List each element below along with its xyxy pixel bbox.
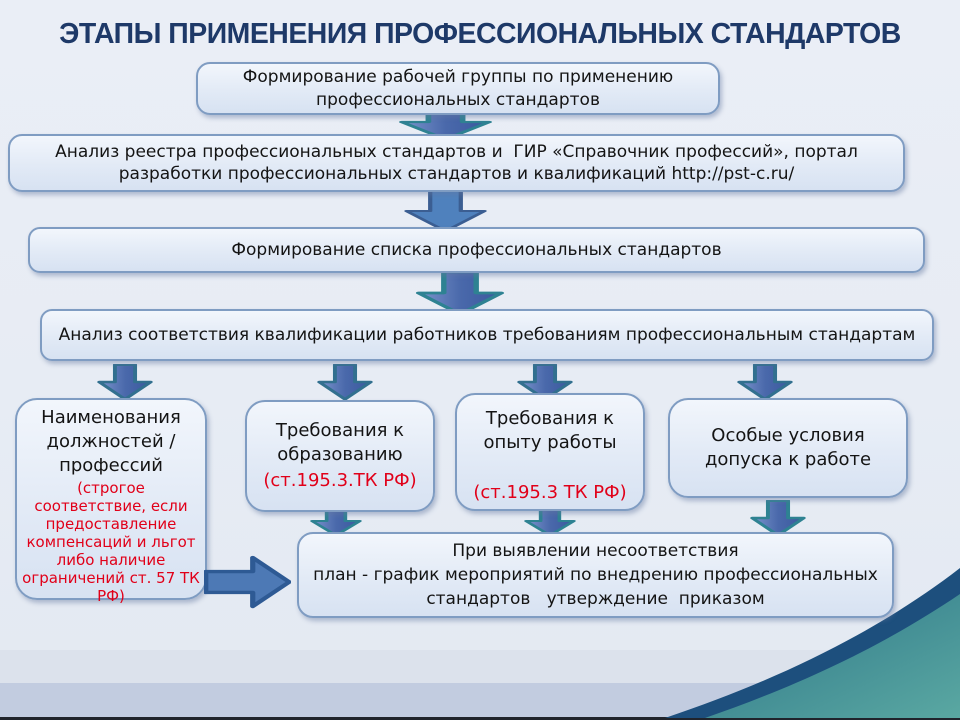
step-box-standards-list: Формирование списка профессиональных ста…: [28, 227, 925, 273]
criteria-title: должностей /: [46, 430, 176, 452]
down-arrow-icon: [750, 500, 806, 536]
down-arrow-icon: [415, 271, 505, 315]
down-arrow-icon: [97, 364, 153, 400]
down-arrow-icon: [737, 364, 793, 400]
step-box-qualification-analysis: Анализ соответствия квалификации работни…: [40, 309, 934, 361]
down-arrow-icon: [517, 364, 573, 400]
step-text: Анализ реестра профессиональных стандарт…: [55, 141, 858, 162]
right-arrow-icon: [204, 553, 291, 611]
criteria-title: Особые условия: [711, 425, 865, 447]
criteria-note: (строгое соответствие, если предоставлен…: [22, 478, 200, 605]
criteria-box-special-conditions: Особые условия допуска к работе: [668, 398, 908, 498]
down-arrow-icon: [403, 190, 488, 232]
criteria-box-position-names: Наименования должностей / профессий (стр…: [15, 398, 207, 605]
step-box-working-group: Формирование рабочей группы по применени…: [196, 62, 720, 115]
criteria-title: Требования к: [275, 420, 405, 442]
step-text: профессиональных стандартов: [316, 89, 600, 110]
criteria-note: (ст.195.3 ТК РФ): [473, 481, 627, 503]
criteria-box-education: Требования к образованию (ст.195.3.ТК РФ…: [245, 400, 435, 512]
step-text: Формирование рабочей группы по применени…: [242, 67, 674, 88]
result-box-action-plan: При выявлении несоответствия план - граф…: [297, 532, 894, 618]
criteria-note: (ст.195.3.ТК РФ): [263, 469, 417, 491]
down-arrow-icon: [317, 364, 373, 400]
result-text: стандартов утверждение приказом: [426, 589, 765, 610]
criteria-title: допуска к работе: [704, 449, 872, 470]
step-text: Формирование списка профессиональных ста…: [231, 239, 722, 260]
criteria-title: профессий: [59, 454, 163, 476]
criteria-title: Наименования: [41, 407, 181, 428]
criteria-title: Требования к: [485, 408, 615, 429]
background-bottom-edge: [0, 717, 960, 720]
corner-swoosh-decoration: [665, 568, 960, 718]
step-text: Анализ соответствия квалификации работни…: [58, 324, 916, 345]
step-box-registry-analysis: Анализ реестра профессиональных стандарт…: [8, 134, 905, 192]
criteria-box-experience: Требования к опыту работы (ст.195.3 ТК Р…: [455, 393, 645, 511]
step-text: разработки профессиональных стандартов и…: [118, 164, 795, 184]
result-text: план - график мероприятий по внедрению п…: [313, 564, 878, 585]
criteria-title: опыту работы: [483, 431, 617, 453]
result-text: При выявлении несоответствия: [452, 540, 739, 561]
slide-title: ЭТАПЫ ПРИМЕНЕНИЯ ПРОФЕССИОНАЛЬНЫХ СТАНДА…: [59, 18, 901, 50]
criteria-title: образованию: [277, 444, 403, 466]
